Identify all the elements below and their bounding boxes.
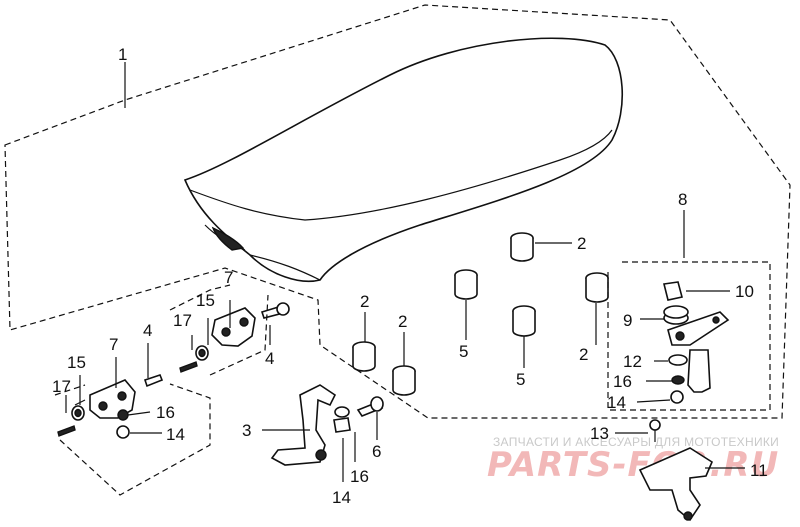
callout-14: 14 <box>332 488 351 507</box>
callout-17: 17 <box>173 311 192 330</box>
callout-2: 2 <box>577 234 586 253</box>
lock-assembly-parts <box>607 261 771 411</box>
callout-5: 5 <box>516 370 525 389</box>
watermark-logo: PARTS-FOR.RU <box>487 445 779 485</box>
left-hinge-parts <box>54 374 211 496</box>
callout-14: 14 <box>607 393 626 412</box>
cushion-parts <box>352 232 609 396</box>
callout-7: 7 <box>109 335 118 354</box>
callout-16: 16 <box>613 372 632 391</box>
callout-7: 7 <box>224 268 233 287</box>
callout-15: 15 <box>67 353 86 372</box>
callout-1: 1 <box>118 45 127 64</box>
callout-2: 2 <box>579 345 588 364</box>
watermark-caption: ЗАПЧАСТИ И АКСЕСУАРЫ ДЛЯ МОТОТЕХНИКИ <box>493 435 779 449</box>
callout-labels: 1 2 2 2 2 5 5 3 4 4 6 7 7 8 9 10 11 12 1… <box>52 45 768 507</box>
callout-16: 16 <box>350 467 369 486</box>
callout-13: 13 <box>590 424 609 443</box>
assembly-boundary <box>4 4 791 419</box>
callout-8: 8 <box>678 190 687 209</box>
seat-lock-bracket-parts <box>270 384 384 466</box>
callout-15: 15 <box>196 291 215 310</box>
callout-12: 12 <box>623 352 642 371</box>
callout-3: 3 <box>242 421 251 440</box>
seat-illustration <box>183 37 624 282</box>
lock-11-parts <box>638 419 714 522</box>
leader-lines <box>65 62 745 482</box>
callout-4: 4 <box>265 349 274 368</box>
callout-11: 11 <box>750 461 768 480</box>
callout-6: 6 <box>372 442 381 461</box>
callout-2: 2 <box>360 292 369 311</box>
callout-5: 5 <box>459 342 468 361</box>
callout-9: 9 <box>623 311 632 330</box>
callout-2: 2 <box>398 312 407 331</box>
callout-14: 14 <box>166 425 185 444</box>
callout-16: 16 <box>156 403 175 422</box>
callout-4: 4 <box>143 321 152 340</box>
callout-17: 17 <box>52 377 71 396</box>
right-hinge-parts <box>169 284 290 376</box>
callout-10: 10 <box>735 282 754 301</box>
